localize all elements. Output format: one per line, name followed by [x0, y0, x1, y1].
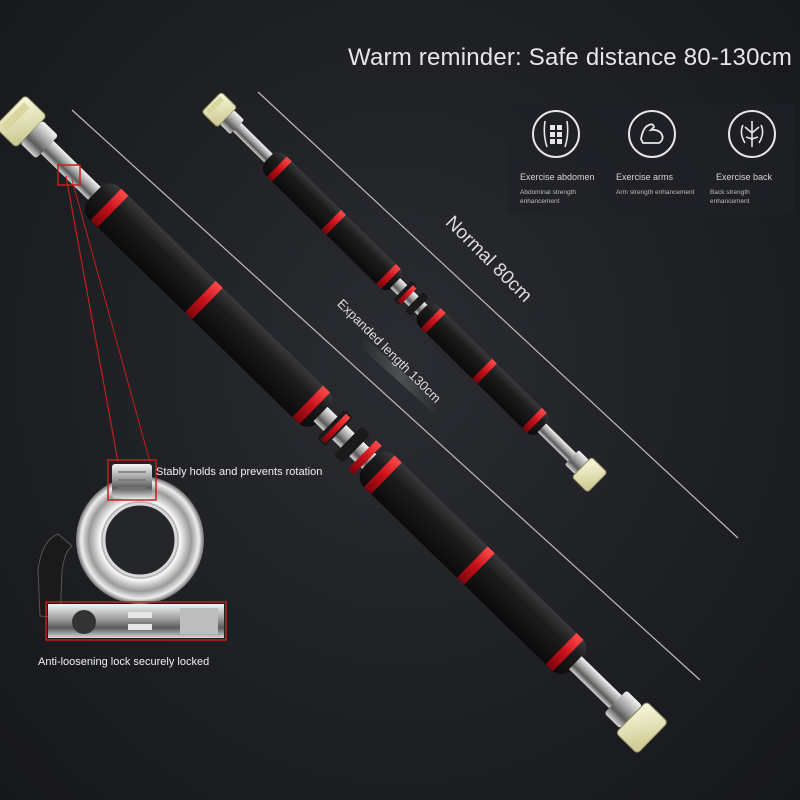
- lock-highlight-box: [45, 601, 227, 641]
- lock-callout-text: Anti-loosening lock securely locked: [38, 656, 210, 668]
- feature-abdomen: Exercise abdomen Abdominal strength enha…: [512, 108, 602, 212]
- feature-title: Exercise back: [716, 172, 773, 182]
- headline: Warm reminder: Safe distance 80-130cm: [348, 44, 793, 71]
- arm-muscle-icon: [628, 110, 676, 158]
- expanded-length-guide-line: [71, 109, 701, 681]
- feature-list: Exercise abdomen Abdominal strength enha…: [508, 108, 792, 212]
- pull-up-bar-expanded: [0, 96, 667, 753]
- collar-detail-illustration: [37, 464, 224, 638]
- rotation-callout-text: Stably holds and prevents rotation: [156, 466, 323, 478]
- feature-arms: Exercise arms Arm strength enhancement: [608, 108, 698, 212]
- feature-subtitle: Arm strength enhancement: [616, 189, 695, 196]
- normal-length-guide-line: [257, 91, 739, 539]
- abdomen-icon: [532, 110, 580, 158]
- feature-subtitle: Back strength enhancement: [710, 189, 750, 205]
- pull-up-bar-normal: [202, 92, 607, 492]
- callout-leader-line-top: [65, 175, 119, 463]
- back-muscle-icon: [728, 110, 776, 158]
- feature-subtitle: Abdominal strength enhancement: [520, 189, 577, 205]
- feature-back: Exercise back Back strength enhancement: [708, 108, 798, 212]
- source-highlight-box: [57, 164, 81, 186]
- feature-title: Exercise arms: [616, 172, 674, 182]
- callout-leader-line-side: [71, 179, 151, 463]
- screw-highlight-box: [107, 459, 157, 501]
- feature-title: Exercise abdomen: [520, 172, 595, 182]
